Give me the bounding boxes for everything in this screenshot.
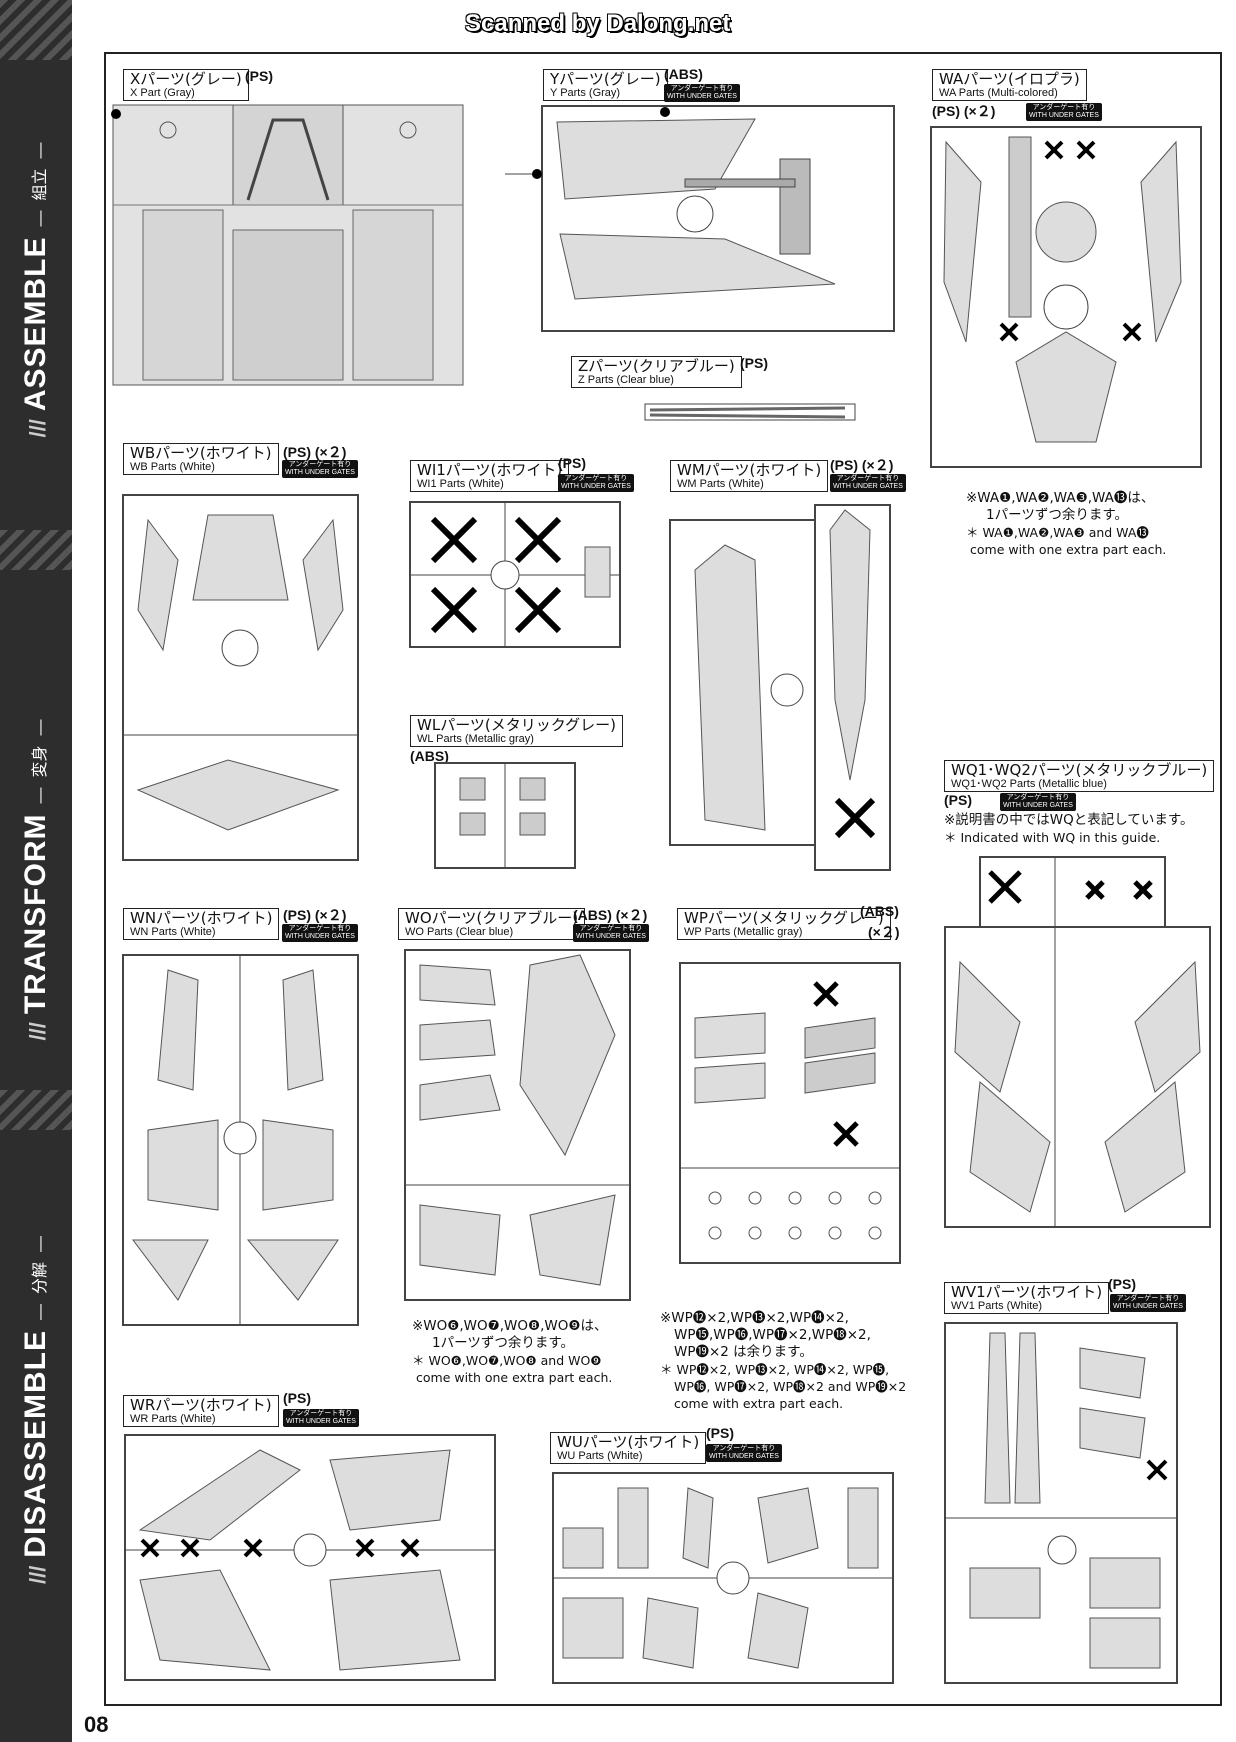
sidebar-section-transform: ///TRANSFORM—変身— xyxy=(19,719,52,1041)
sprue-z xyxy=(644,403,856,421)
page-number: 08 xyxy=(84,1712,109,1737)
material-wb: (PS) (×２) xyxy=(283,444,347,460)
material-wp: (ABS) xyxy=(860,903,899,919)
note-wq: ※説明書の中ではWQと表記しています。 ＊ Indicated with WQ … xyxy=(944,812,1194,845)
label-wa: WAパーツ(イロプラ)WA Parts (Multi-colored) xyxy=(932,69,1087,102)
sprue-wl xyxy=(434,762,576,869)
material-wa: (PS) (×２) xyxy=(932,103,996,119)
sidebar-stripe xyxy=(0,530,72,570)
note-wp: ※WP⓬×2,WP⓭×2,WP⓮×2, WP⓯,WP⓰,WP⓱×2,WP⓲×2,… xyxy=(660,1310,907,1411)
label-wl: WLパーツ(メタリックグレー)WL Parts (Metallic gray) xyxy=(410,715,623,748)
material-wm: (PS) (×２) xyxy=(830,457,894,473)
page-frame xyxy=(104,52,1222,1706)
sprue-wp xyxy=(679,962,901,1264)
material-wq: (PS) xyxy=(944,792,972,808)
material-wo: (ABS) (×２) xyxy=(573,907,648,923)
label-z: Zパーツ(クリアブルー)Z Parts (Clear blue) xyxy=(571,356,742,389)
label-wm: WMパーツ(ホワイト)WM Parts (White) xyxy=(670,460,829,493)
material-wr: (PS) xyxy=(283,1390,311,1406)
sprue-wv1 xyxy=(944,1322,1178,1684)
label-wr: WRパーツ(ホワイト)WR Parts (White) xyxy=(123,1395,279,1428)
sprue-wb xyxy=(122,494,359,861)
sidebar-stripe xyxy=(0,0,72,60)
note-wo: ※WO❻,WO❼,WO❽,WO❾は、 1パーツずつ余ります。 ＊ WO❻,WO❼… xyxy=(412,1318,613,1385)
label-wq: WQ1･WQ2パーツ(メタリックブルー)WQ1･WQ2 Parts (Metal… xyxy=(944,760,1215,793)
sidebar-section-assemble: ///ASSEMBLE—組立— xyxy=(19,142,52,438)
sprue-x xyxy=(111,104,464,386)
label-wo: WOパーツ(クリアブルー)WO Parts (Clear blue) xyxy=(398,908,586,941)
sprue-wr xyxy=(124,1434,496,1681)
sprue-wq xyxy=(944,856,1211,1228)
sidebar: ///ASSEMBLE—組立— ///TRANSFORM—変身— ///DISA… xyxy=(0,0,72,1742)
sprue-wo xyxy=(404,949,631,1301)
material-y: (ABS) xyxy=(664,66,703,82)
label-wi1: WI1パーツ(ホワイト)WI1 Parts (White) xyxy=(410,460,570,493)
scan-credit: Scanned by Dalong.net xyxy=(465,10,731,37)
material-x: (PS) xyxy=(245,68,273,84)
sprue-y xyxy=(505,105,895,332)
material-wi1: (PS) xyxy=(558,455,586,471)
material-wv1: (PS) xyxy=(1108,1276,1136,1292)
material-z: (PS) xyxy=(740,355,768,371)
sprue-wn xyxy=(122,954,359,1326)
sprue-wm xyxy=(669,504,891,871)
label-wb: WBパーツ(ホワイト)WB Parts (White) xyxy=(123,443,279,476)
sprue-wu xyxy=(552,1472,894,1684)
label-x: Xパーツ(グレー)X Part (Gray) xyxy=(123,69,249,102)
material-wl: (ABS) xyxy=(410,748,449,764)
material-wu: (PS) xyxy=(706,1425,734,1441)
label-wp: WPパーツ(メタリックグレー)WP Parts (Metallic gray) xyxy=(677,908,891,941)
material-wp-count: (×２) xyxy=(868,924,900,940)
sprue-wa xyxy=(930,126,1202,468)
material-wn: (PS) (×２) xyxy=(283,907,347,923)
sidebar-stripe xyxy=(0,1090,72,1130)
label-wn: WNパーツ(ホワイト)WN Parts (White) xyxy=(123,908,280,941)
sprue-wi1 xyxy=(409,501,621,648)
label-y: Yパーツ(グレー)Y Parts (Gray) xyxy=(543,69,668,102)
sidebar-section-disassemble: ///DISASSEMBLE—分解— xyxy=(19,1235,52,1585)
note-wa: ※WA❶,WA❷,WA❸,WA⓭は、 1パーツずつ余ります。 ＊ WA❶,WA❷… xyxy=(966,490,1167,557)
label-wv1: WV1パーツ(ホワイト)WV1 Parts (White) xyxy=(944,1282,1110,1315)
label-wu: WUパーツ(ホワイト)WU Parts (White) xyxy=(550,1432,707,1465)
